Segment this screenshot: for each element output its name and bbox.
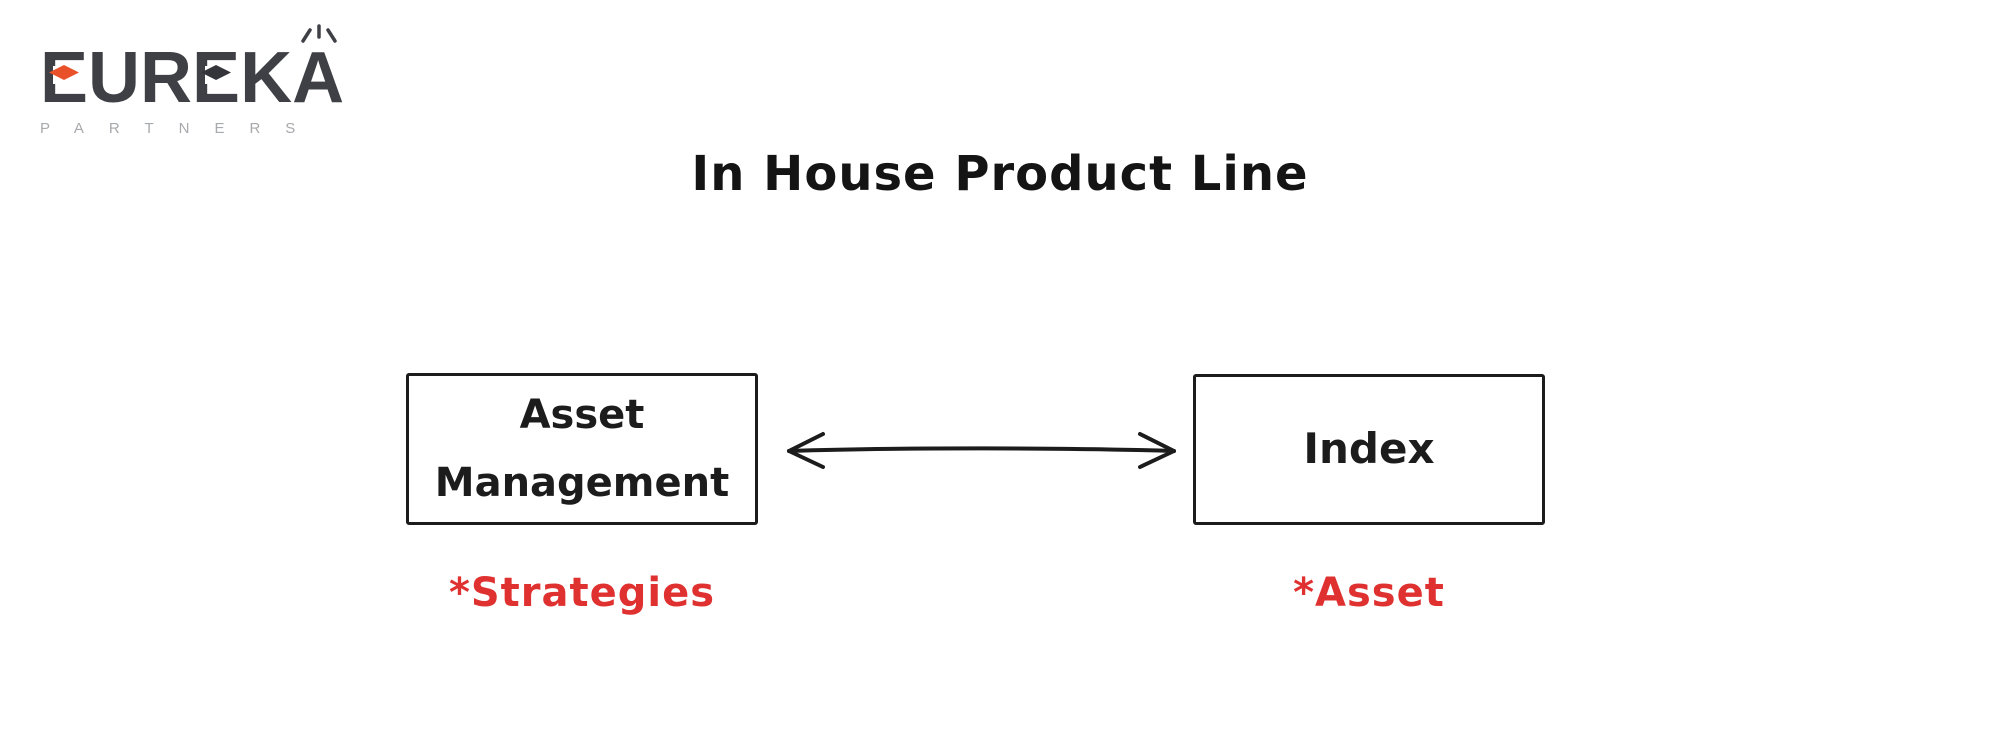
logo-subtext: PARTNERS: [40, 120, 321, 137]
note-asset: *Asset: [1293, 570, 1445, 616]
page-title: In House Product Line: [691, 146, 1309, 202]
logo-letter-glyph: U: [88, 38, 141, 118]
sparkle-rays-icon: [301, 24, 337, 43]
node-asset-management: Asset Management: [406, 373, 758, 525]
logo-letter-a: A: [292, 24, 345, 118]
bidirectional-arrow-icon: [787, 432, 1176, 469]
node-index: Index: [1193, 374, 1545, 525]
note-strategies: *Strategies: [448, 570, 716, 616]
logo-letter-glyph: K: [240, 38, 293, 118]
eureka-partners-logo: E U R E K A: [40, 24, 345, 137]
orange-diamond-icon: [49, 65, 79, 80]
logo-wordmark: E U R E K A: [40, 24, 345, 118]
logo-letter-e1: E: [40, 40, 88, 116]
dark-diamond-icon: [201, 65, 232, 80]
logo-letter-glyph: R: [140, 38, 193, 118]
node-label: Asset Management: [434, 392, 730, 506]
logo-letter-k: K: [240, 40, 292, 116]
logo-letter-r: R: [140, 40, 192, 116]
logo-letter-glyph: A: [292, 38, 345, 118]
node-label: Index: [1303, 424, 1435, 474]
logo-letter-u: U: [88, 40, 140, 116]
logo-letter-e2: E: [192, 40, 240, 116]
